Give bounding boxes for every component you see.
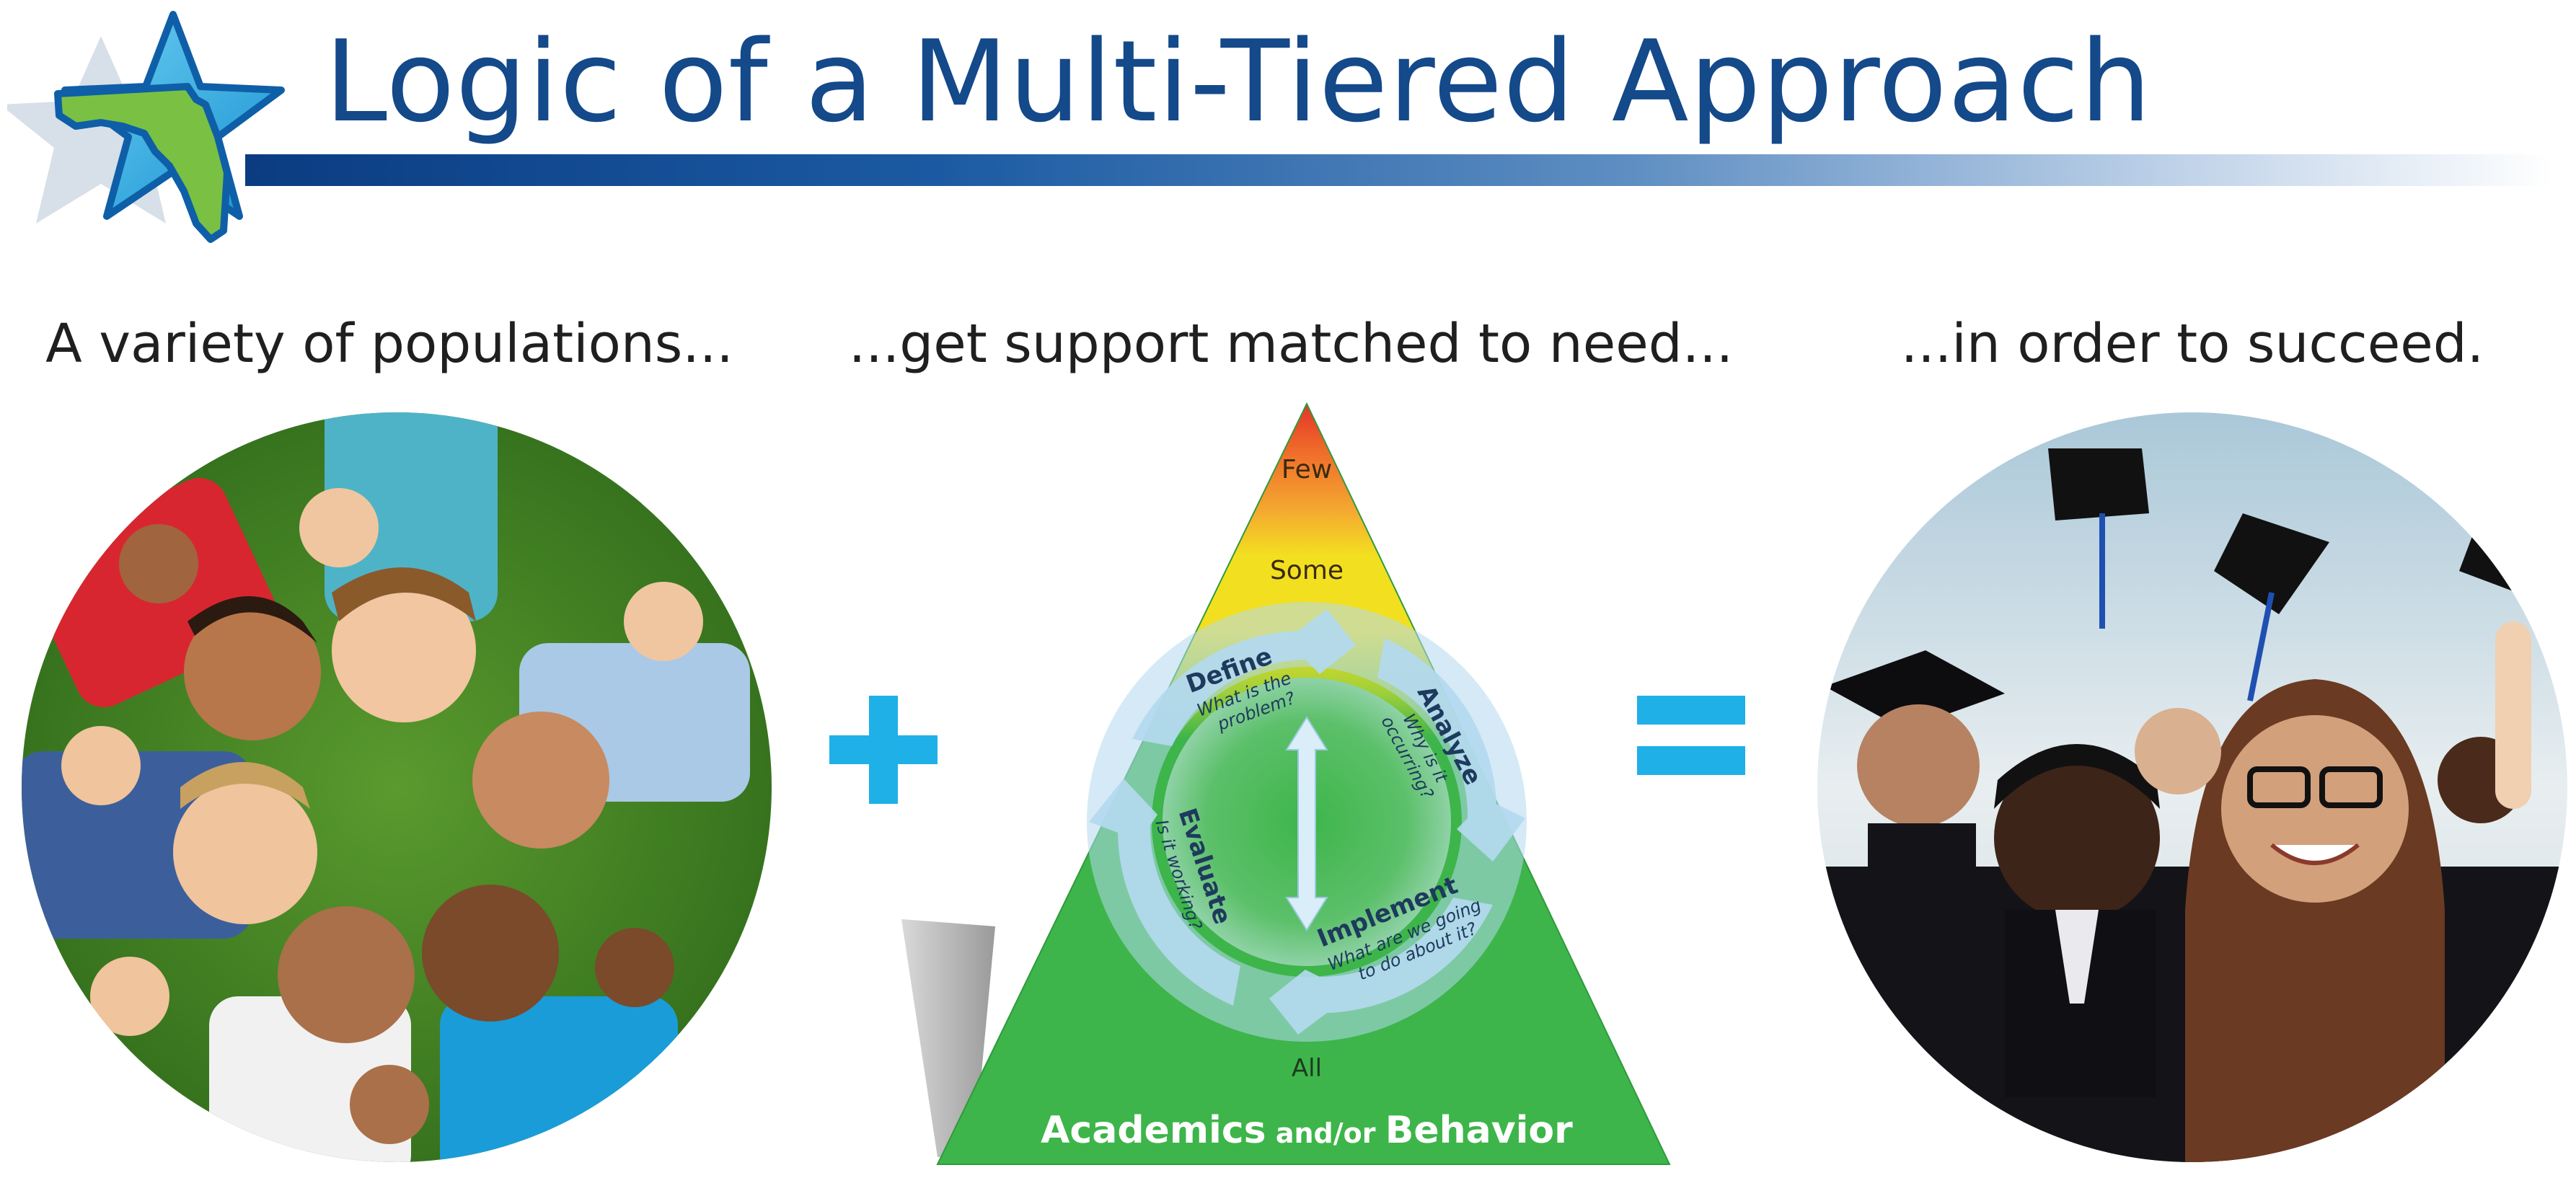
plus-icon	[829, 696, 938, 804]
plus-vertical	[869, 696, 898, 804]
children-photo	[22, 412, 772, 1162]
double-arrow-icon	[1285, 716, 1328, 931]
tier-label-few: Few	[1282, 455, 1332, 484]
cycle-arrow-evaluate	[1089, 779, 1240, 1006]
base-label-behavior: Behavior	[1385, 1109, 1573, 1152]
cycle-arrow-define	[1132, 609, 1356, 746]
mtss-pyramid: Few Some All Define What is the problem?…	[901, 402, 1671, 1165]
cycle-arrow-implement	[1269, 898, 1493, 1035]
pyramid-base-label: Academics and/or Behavior	[1041, 1109, 1573, 1152]
florida-star-logo	[7, 11, 285, 243]
caption-populations: A variety of populations...	[45, 313, 733, 375]
equals-bottom-bar	[1637, 746, 1745, 775]
caption-succeed: ...in order to succeed.	[1900, 313, 2484, 375]
tier-label-some: Some	[1270, 556, 1344, 585]
tier-label-all: All	[1292, 1054, 1322, 1083]
florida-shape-icon	[54, 83, 231, 243]
header-rule	[245, 154, 2553, 186]
page-title: Logic of a Multi-Tiered Approach	[325, 16, 2153, 147]
equals-top-bar	[1637, 696, 1745, 725]
base-label-connector: and/or	[1266, 1117, 1385, 1149]
caption-support: ...get support matched to need...	[848, 313, 1734, 375]
cycle-arrow-analyze	[1377, 638, 1525, 862]
equals-icon	[1637, 696, 1745, 775]
base-label-academics: Academics	[1041, 1109, 1266, 1152]
graduates-photo	[1817, 412, 2567, 1162]
